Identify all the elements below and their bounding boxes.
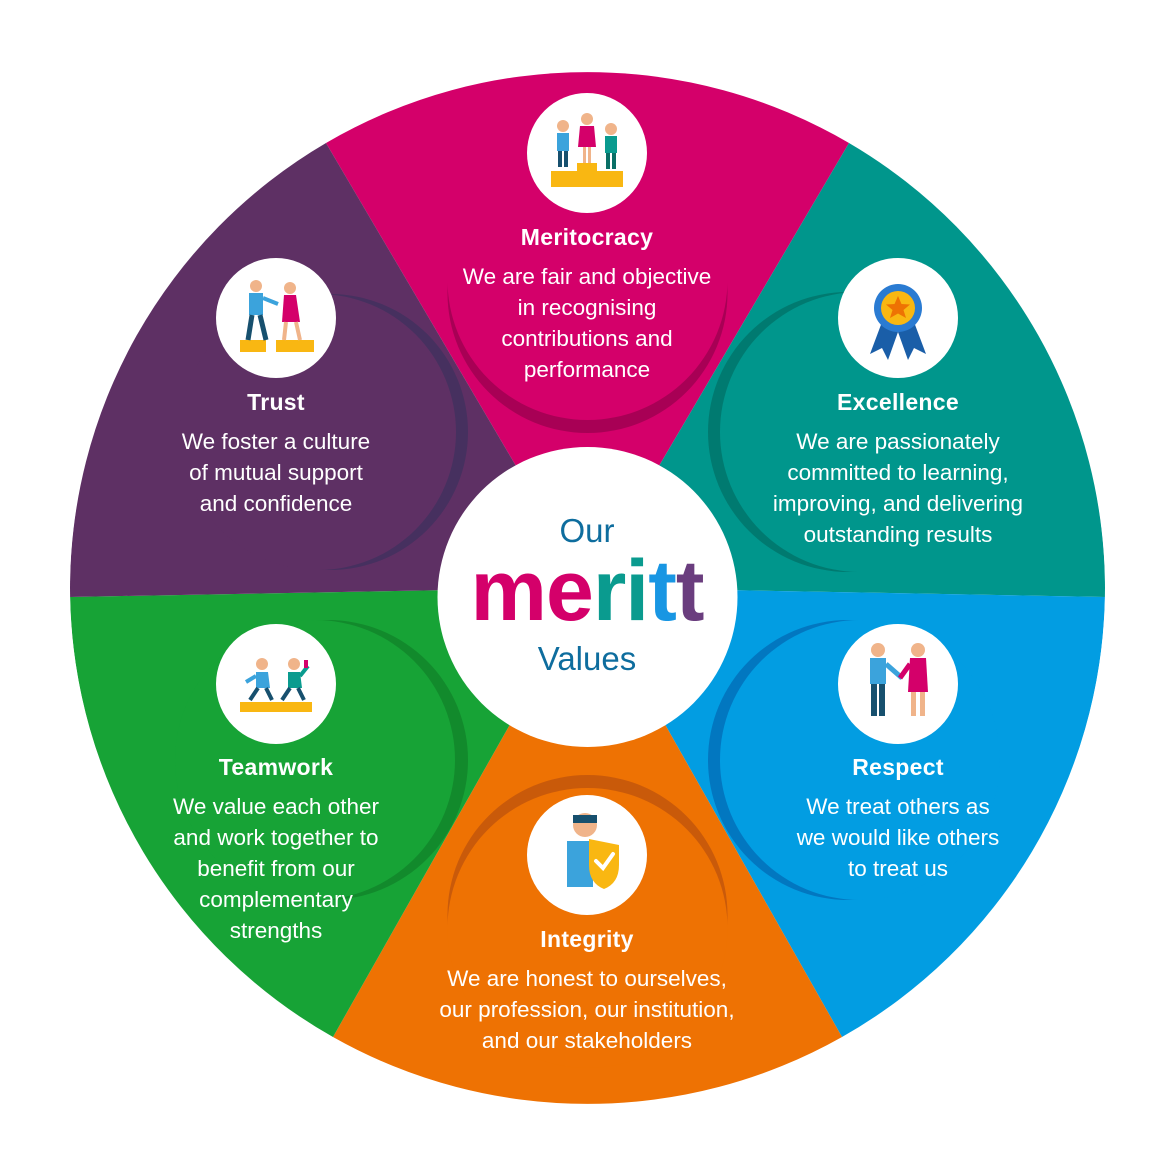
meritocracy-title: Meritocracy (520, 224, 654, 250)
logo-letter: i (625, 543, 649, 639)
logo-letter: m (470, 543, 547, 639)
center-top-text: Our (559, 512, 615, 549)
meritt-logo: meritt (437, 548, 737, 634)
relay-race-icon (216, 624, 336, 744)
center-bottom-text: Values (537, 640, 637, 677)
logo-letter: r (592, 543, 626, 639)
excellence-title: Excellence (837, 389, 959, 415)
shield-check-icon (527, 795, 647, 915)
integrity-label: Integrity We are honest to ourselves,our… (412, 926, 762, 1056)
handshake-icon (838, 624, 958, 744)
integrity-description: We are honest to ourselves,our professio… (439, 966, 735, 1053)
helping-hand-icon (216, 258, 336, 378)
respect-title: Respect (852, 754, 944, 780)
logo-letter: t (648, 543, 677, 639)
logo-letter: t (675, 543, 705, 639)
trust-title: Trust (247, 389, 305, 415)
logo-letter: e (545, 543, 594, 639)
integrity-title: Integrity (540, 926, 634, 952)
segment-meritocracy-lobe (447, 140, 728, 420)
center-hub (437, 447, 738, 747)
podium-icon (527, 93, 647, 213)
segment-integrity-lobe (447, 788, 728, 1068)
teamwork-title: Teamwork (218, 754, 334, 780)
award-ribbon-icon (838, 258, 958, 378)
